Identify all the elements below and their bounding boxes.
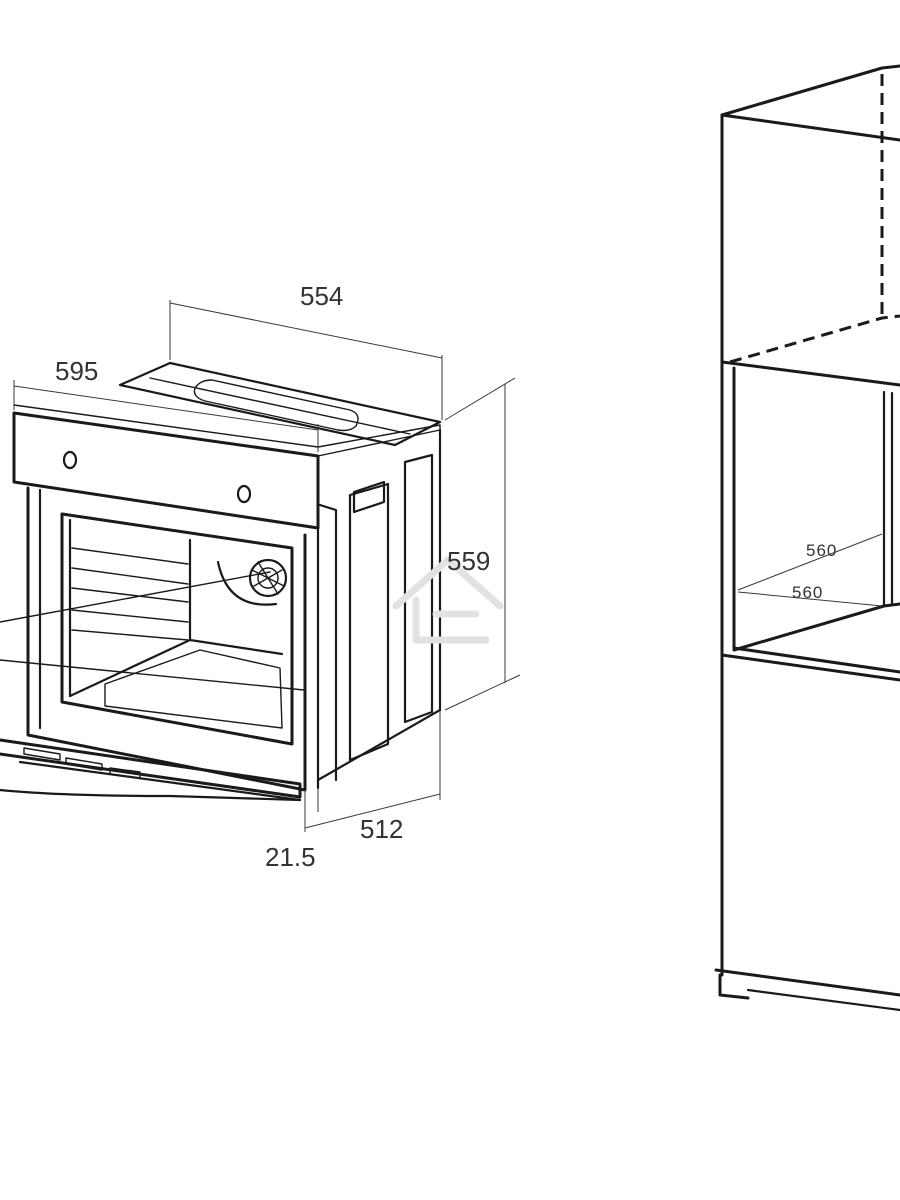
- cabinet-drawing: [714, 64, 900, 1012]
- house-icon: [392, 556, 504, 644]
- dim-panel-depth: 21.5: [265, 842, 316, 872]
- dim-height-body: 559: [447, 546, 490, 576]
- oven-dimension-lines: [13, 300, 521, 832]
- dim-depth-body: 512: [360, 814, 403, 844]
- dim-niche-width-lower: 560: [792, 583, 823, 602]
- oven-drawing: [0, 361, 442, 802]
- dim-width-total: 595: [55, 356, 98, 386]
- dim-width-body: 554: [300, 281, 343, 311]
- cabinet-dimension-lines: [737, 533, 883, 607]
- dim-niche-width-upper: 560: [806, 541, 837, 560]
